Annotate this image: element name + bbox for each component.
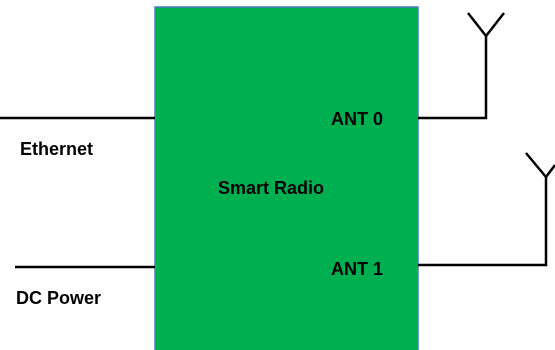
ant0-antenna-icon bbox=[467, 12, 505, 39]
smart-radio-block bbox=[154, 6, 419, 350]
ant1-feed-line bbox=[418, 177, 548, 267]
block-label: Smart Radio bbox=[218, 178, 324, 198]
ant1-antenna-icon bbox=[525, 152, 555, 180]
dc-power-label: DC Power bbox=[16, 288, 101, 308]
ant1-label: ANT 1 bbox=[331, 259, 383, 279]
ant0-label: ANT 0 bbox=[331, 109, 383, 129]
ethernet-label: Ethernet bbox=[20, 139, 93, 159]
ant0-feed-line bbox=[418, 36, 488, 120]
